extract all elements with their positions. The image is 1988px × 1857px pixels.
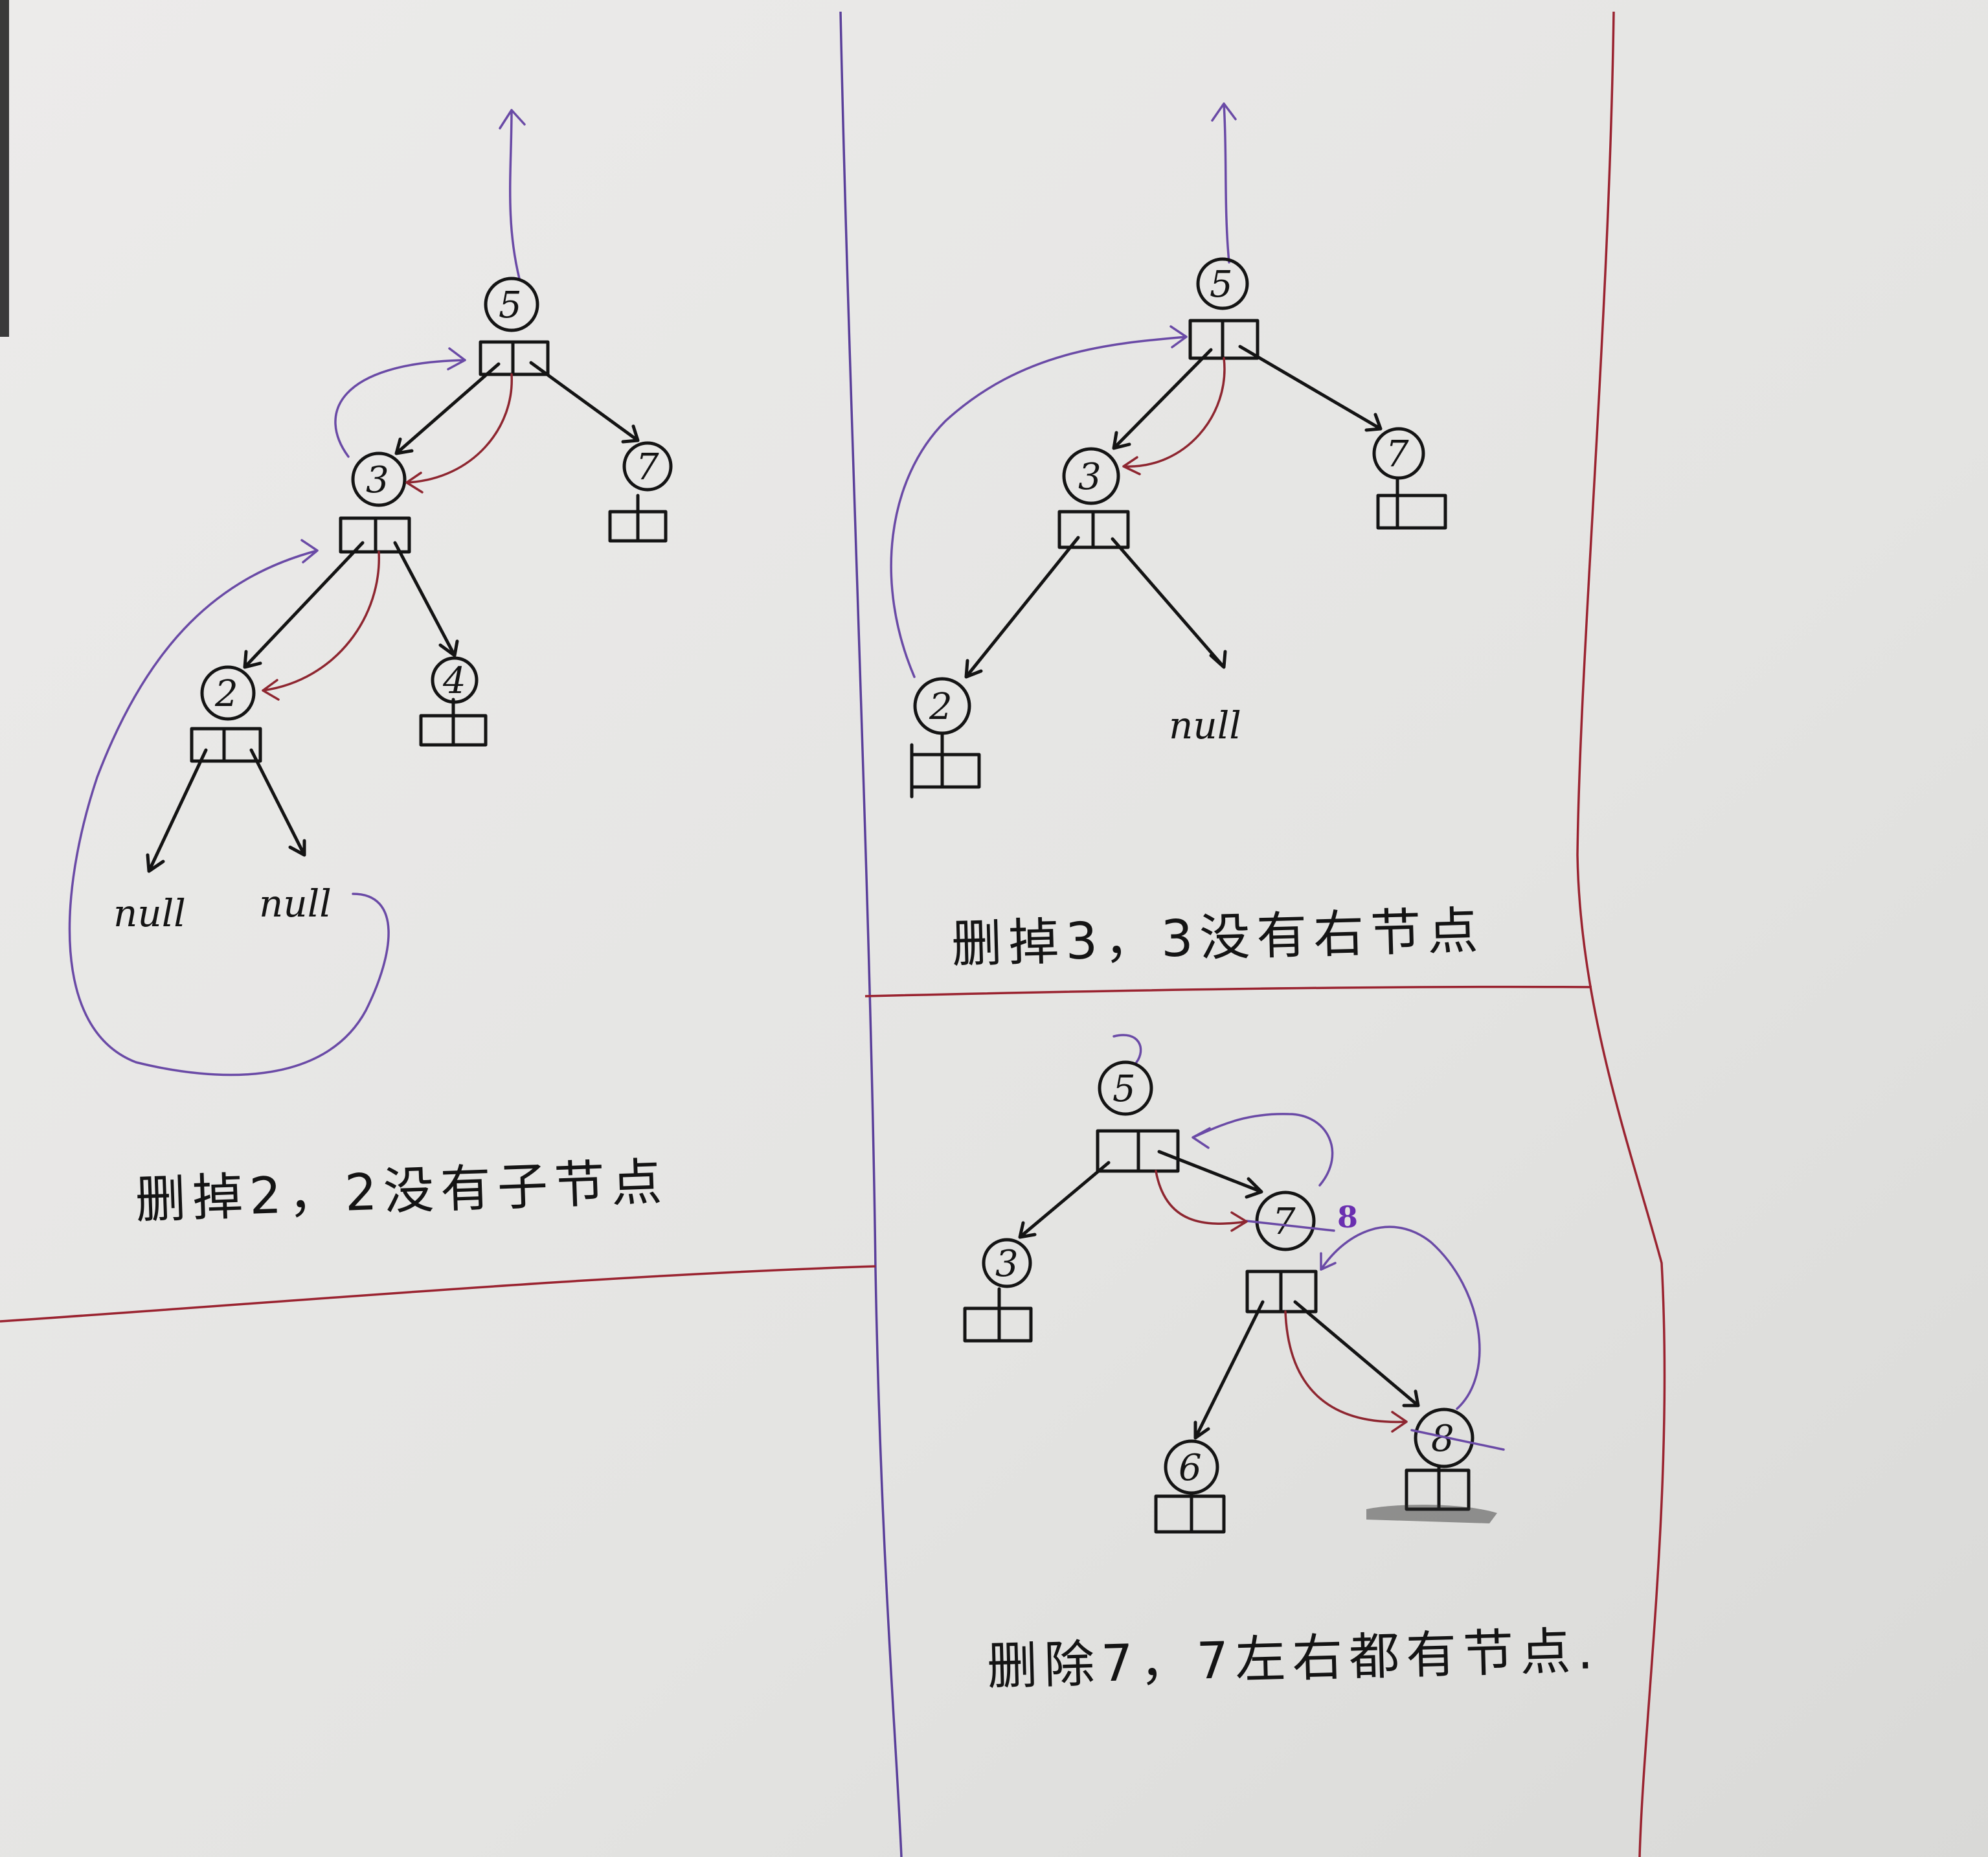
- parent-pointer-8-to-7: [1320, 1225, 1481, 1410]
- parent-pointer-loop-null-to-3: [68, 539, 390, 1077]
- edge-5-to-3: [1112, 348, 1213, 450]
- node-label-3: 3: [995, 1243, 1019, 1285]
- edge-3-to-2: [243, 541, 365, 669]
- shadow-smudge: [1366, 1505, 1497, 1523]
- divider-vertical-red: [1576, 11, 1666, 1857]
- tree-node-3: 3: [963, 1238, 1033, 1343]
- tree-node-7: 7: [608, 441, 673, 543]
- strike-node-7: [1245, 1220, 1335, 1232]
- tree-node-7: 7: [1372, 427, 1447, 530]
- root-up-arrow: [499, 109, 526, 280]
- red-pointer-5-to-7: [1155, 1170, 1248, 1232]
- edge-2-to-null-left: [146, 748, 208, 873]
- edge-5-to-7: [529, 361, 640, 444]
- tree-node-6: 6: [1154, 1439, 1226, 1534]
- node-label-5: 5: [1210, 264, 1233, 306]
- tree-node-5: 5: [479, 277, 550, 376]
- node-label-6: 6: [1179, 1447, 1202, 1489]
- edge-5-to-7: [1157, 1150, 1263, 1199]
- tree-node-3: 3: [1057, 447, 1130, 549]
- tree-node-3: 3: [339, 451, 411, 554]
- red-pointer-5-to-3: [405, 373, 513, 494]
- null-label-right: null: [259, 882, 332, 926]
- parent-pointer-3-to-5: [334, 347, 466, 458]
- edge-5-to-7: [1238, 345, 1383, 432]
- divider-horizontal-right: [864, 985, 1592, 997]
- edge-2-to-null-right: [249, 748, 306, 857]
- null-label-left: null: [113, 891, 186, 935]
- tree-node-4: 4: [419, 656, 488, 747]
- caption-delete-3: 删掉3，3没有右节点: [951, 902, 1485, 974]
- edge-3-to-null: [1111, 537, 1227, 669]
- red-pointer-7-to-8: [1284, 1310, 1408, 1433]
- strike-node-8: [1410, 1429, 1505, 1451]
- tree-node-7: 7: [1245, 1191, 1318, 1314]
- tree-node-2: 2: [910, 677, 981, 799]
- edge-7-to-8: [1293, 1300, 1420, 1407]
- root-up-arrow: [1113, 1034, 1142, 1064]
- divider-horizontal-left: [0, 1265, 876, 1323]
- desk-edge-left: [0, 0, 9, 337]
- node-label-3: 3: [366, 459, 389, 501]
- replacement-annotation: 8: [1337, 1200, 1358, 1235]
- root-up-arrow: [1211, 102, 1237, 264]
- divider-vertical-purple: [839, 11, 903, 1857]
- red-pointer-3-to-2: [262, 551, 380, 701]
- edge-3-to-2: [964, 536, 1080, 679]
- node-label-2: 2: [214, 673, 238, 715]
- edge-3-to-4: [393, 541, 459, 657]
- node-label-5: 5: [499, 284, 522, 326]
- node-label-7: 7: [1386, 433, 1409, 475]
- node-label-5: 5: [1113, 1068, 1136, 1110]
- null-label: null: [1169, 703, 1241, 747]
- red-pointer-5-to-3: [1122, 357, 1226, 475]
- node-label-7: 7: [636, 446, 659, 488]
- node-label-2: 2: [929, 686, 953, 728]
- panel-delete-2: 5 3 7 2 4: [68, 109, 673, 1230]
- node-label-4: 4: [442, 660, 466, 702]
- tree-node-5: 5: [1096, 1060, 1180, 1173]
- parent-pointer-7-to-5: [1192, 1113, 1334, 1187]
- edge-5-to-3: [394, 362, 501, 455]
- edge-7-to-6: [1193, 1300, 1265, 1440]
- node-label-3: 3: [1078, 456, 1101, 498]
- panel-delete-3: 5 3 7 2 null 删掉3，3没有右节点: [890, 102, 1485, 974]
- parent-pointer-2-to-5: [890, 325, 1188, 678]
- tree-node-2: 2: [190, 665, 262, 763]
- edge-5-to-3: [1018, 1161, 1111, 1239]
- node-label-7: 7: [1272, 1201, 1296, 1243]
